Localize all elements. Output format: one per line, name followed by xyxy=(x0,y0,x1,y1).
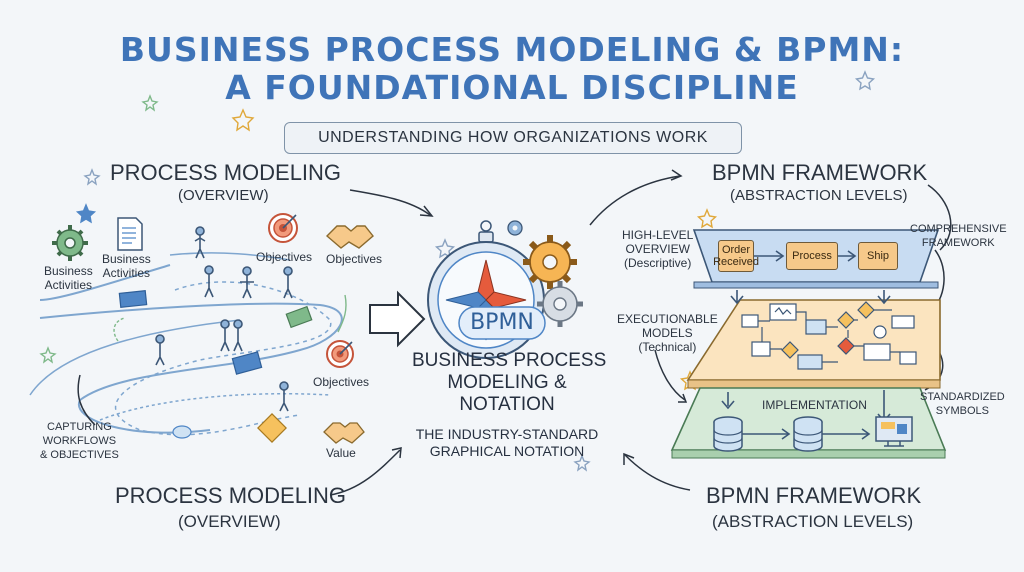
people-figures xyxy=(155,226,293,412)
bpmn-badge-label: BPMN xyxy=(470,310,534,335)
monitor-icon xyxy=(875,416,913,447)
left-sub-top: (OVERVIEW) xyxy=(178,187,269,204)
label-objectives-2: Objectives xyxy=(326,252,383,266)
label-value: Value xyxy=(326,446,356,460)
right-heading-bottom: BPMN FRAMEWORK xyxy=(706,483,922,508)
center-tagline: THE INDUSTRY-STANDARD GRAPHICAL NOTATION xyxy=(415,426,599,459)
executable-process-diagram xyxy=(741,301,917,370)
left-sub-bottom: (OVERVIEW) xyxy=(178,512,281,531)
document-icon xyxy=(117,217,143,251)
step-process: Process xyxy=(786,242,838,270)
connector-arrows xyxy=(77,169,952,496)
right-sub-top: (ABSTRACTION LEVELS) xyxy=(730,187,908,204)
label-high-level: HIGH-LEVEL OVERVIEW (Descriptive) xyxy=(622,228,694,270)
bpmn-badge xyxy=(458,306,546,340)
step-ship: Ship xyxy=(858,242,898,270)
gear-icon xyxy=(537,281,583,327)
handshake-icon xyxy=(325,225,374,249)
database-icon xyxy=(793,416,823,452)
label-executionable: EXECUTIONABLE MODELS (Technical) xyxy=(617,312,718,354)
left-heading-bottom: PROCESS MODELING xyxy=(115,483,347,508)
gear-icon xyxy=(523,235,577,289)
gear-icon xyxy=(507,220,523,236)
label-business-activities-2: Business Activities xyxy=(102,252,151,280)
handshake-icon xyxy=(323,422,365,444)
subtitle-banner: UNDERSTANDING HOW ORGANIZATIONS WORK xyxy=(284,122,742,154)
label-objectives-3: Objectives xyxy=(313,375,370,389)
process-flow-path xyxy=(29,252,343,436)
database-icon xyxy=(713,416,743,452)
label-business-activities-1: Business Activities xyxy=(44,264,93,292)
left-heading-top: PROCESS MODELING xyxy=(110,160,342,185)
label-comprehensive: COMPREHENSIVE FRAMEWORK xyxy=(910,223,1007,249)
target-icon xyxy=(326,340,354,368)
center-name: BUSINESS PROCESS MODELING & NOTATION xyxy=(412,350,607,415)
title-line-1: BUSINESS PROCESS MODELING & BPMN: xyxy=(119,30,905,69)
step-order-received: Order Received xyxy=(713,240,759,272)
right-heading-top: BPMN FRAMEWORK xyxy=(712,160,928,185)
title-line-2: A FOUNDATIONAL DISCIPLINE xyxy=(225,68,799,107)
right-arrow-icon xyxy=(369,290,426,348)
target-icon xyxy=(268,213,298,243)
flow-shapes xyxy=(118,290,313,443)
layer-arrows xyxy=(721,250,891,440)
right-sub-bottom: (ABSTRACTION LEVELS) xyxy=(712,512,914,531)
gear-icon xyxy=(52,225,88,261)
label-objectives-1: Objectives xyxy=(256,250,313,264)
label-standardized: STANDARDIZED SYMBOLS xyxy=(920,391,1005,417)
label-implementation: IMPLEMENTATION xyxy=(762,398,867,412)
label-capturing-workflows: CAPTURING WORKFLOWS & OBJECTIVES xyxy=(40,421,119,461)
